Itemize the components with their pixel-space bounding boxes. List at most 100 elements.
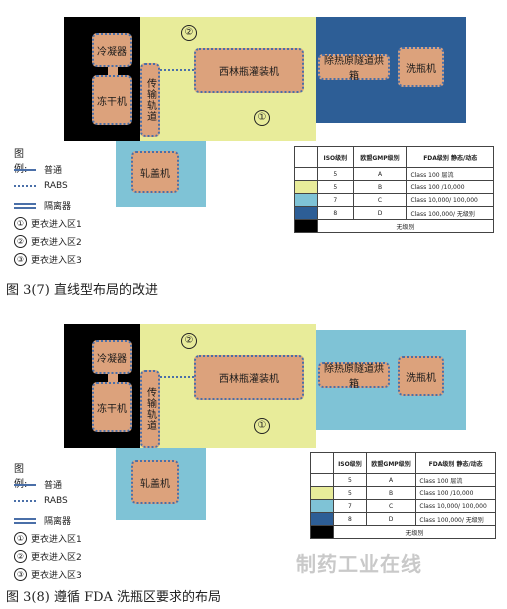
room-filling: 西林瓶灌装机 <box>194 355 304 400</box>
grade-gmp: D <box>365 512 417 526</box>
room-washer: 洗瓶机 <box>398 356 444 396</box>
rabs-line-icon <box>14 185 36 187</box>
grade-iso: 8 <box>333 512 367 526</box>
legend-isolator: 隔离器 <box>44 517 72 527</box>
gown-3-icon: ③ <box>14 568 27 581</box>
gown-2-icon: ② <box>14 235 27 248</box>
room-freeze-dryer: 冻干机 <box>92 382 132 432</box>
caption-fig1: 图 3(7) 直线型布局的改进 <box>6 283 158 298</box>
swatch-none <box>294 219 318 233</box>
room-condenser: 冷凝器 <box>92 340 132 374</box>
room-conveyor: 传输轨道 <box>140 370 160 448</box>
legend-gown1: 更衣进入区1 <box>31 535 82 545</box>
gown-3-icon: ③ <box>14 253 27 266</box>
grade-iso: 8 <box>317 206 354 220</box>
legend-rabs: RABS <box>44 496 68 506</box>
grade-gmp: C <box>365 499 417 513</box>
grade-gmp: D <box>352 206 408 220</box>
rabs-line-icon <box>14 500 36 502</box>
rabs-path <box>160 376 194 378</box>
grade-fda: Class 10,000/ 100,000 <box>415 499 496 513</box>
room-capper: 轧盖机 <box>131 151 179 193</box>
grade-swatch <box>310 486 334 500</box>
grade-fda: Class 100 /10,000 <box>406 180 494 194</box>
grade-iso: 5 <box>333 473 367 487</box>
grade-iso: 7 <box>333 499 367 513</box>
room-link <box>108 67 118 75</box>
zone-label-2: ② <box>181 25 197 41</box>
swatch-none <box>310 525 334 539</box>
zone-label-2: ② <box>181 333 197 349</box>
row-unclassified: 无级别 <box>317 219 494 233</box>
col-gmp: 欧盟GMP级别 <box>365 452 417 474</box>
grade-gmp: C <box>352 193 408 207</box>
grade-iso: 5 <box>317 167 354 181</box>
gown-1-icon: ① <box>14 217 27 230</box>
grade-gmp: B <box>352 180 408 194</box>
legend-gown3: 更衣进入区3 <box>31 256 82 266</box>
zone-label-1: ① <box>254 110 270 126</box>
grade-fda: Class 10,000/ 100,000 <box>406 193 494 207</box>
normal-line-icon <box>14 168 36 171</box>
room-link <box>108 374 118 382</box>
legend-normal: 普通 <box>44 166 63 176</box>
grade-swatch <box>310 473 334 487</box>
room-tunnel: 除热原隧道烘箱 <box>318 362 390 390</box>
caption-fig2: 图 3(8) 遵循 FDA 洗瓶区要求的布局 <box>6 590 222 605</box>
legend-rabs: RABS <box>44 181 68 191</box>
room-capper: 轧盖机 <box>131 460 179 504</box>
grade-fda: Class 100 层流 <box>406 167 494 181</box>
watermark: 制药工业在线 <box>296 552 422 576</box>
grade-gmp: A <box>352 167 408 181</box>
col-gmp: 欧盟GMP级别 <box>352 146 408 168</box>
grade-gmp: B <box>365 486 417 500</box>
room-condenser: 冷凝器 <box>92 33 132 67</box>
legend-gown1: 更衣进入区1 <box>31 220 82 230</box>
col-fda: FDA级别 静态/动态 <box>406 146 494 168</box>
gown-1-icon: ① <box>14 532 27 545</box>
legend-gown3: 更衣进入区3 <box>31 571 82 581</box>
legend-gown2: 更衣进入区2 <box>31 553 82 563</box>
grade-gmp: A <box>365 473 417 487</box>
normal-line-icon <box>14 483 36 486</box>
grade-swatch <box>294 167 318 181</box>
grade-iso: 7 <box>317 193 354 207</box>
room-tunnel: 除热原隧道烘箱 <box>318 54 390 82</box>
grade-fda: Class 100 层流 <box>415 473 496 487</box>
grade-fda: Class 100,000/ 无级别 <box>406 206 494 220</box>
col-iso: ISO级别 <box>317 146 354 168</box>
isolator-line-icon <box>14 202 36 209</box>
grade-iso: 5 <box>333 486 367 500</box>
legend-normal: 普通 <box>44 481 63 491</box>
legend-isolator: 隔离器 <box>44 202 72 212</box>
room-washer: 洗瓶机 <box>398 47 444 87</box>
grade-swatch <box>294 193 318 207</box>
grade-swatch <box>310 499 334 513</box>
grade-swatch <box>310 512 334 526</box>
grade-swatch <box>294 180 318 194</box>
grade-fda: Class 100,000/ 无级别 <box>415 512 496 526</box>
grade-fda: Class 100 /10,000 <box>415 486 496 500</box>
room-filling: 西林瓶灌装机 <box>194 48 304 93</box>
grade-iso: 5 <box>317 180 354 194</box>
col-iso: ISO级别 <box>333 452 367 474</box>
rabs-path <box>160 69 194 71</box>
zone-label-1: ① <box>254 418 270 434</box>
grade-swatch <box>294 206 318 220</box>
room-conveyor: 传输轨道 <box>140 63 160 137</box>
layout-diagram-fig2: ② ① 冷凝器 冻干机 传输轨道 西林瓶灌装机 除热原隧道烘箱 洗瓶机 轧盖机 … <box>0 320 507 588</box>
room-freeze-dryer: 冻干机 <box>92 75 132 125</box>
isolator-line-icon <box>14 517 36 524</box>
layout-diagram-fig1: ② ① 冷凝器 冻干机 传输轨道 西林瓶灌装机 除热原隧道烘箱 洗瓶机 轧盖机 … <box>0 3 507 271</box>
gown-2-icon: ② <box>14 550 27 563</box>
col-fda: FDA级别 静态/动态 <box>415 452 496 474</box>
